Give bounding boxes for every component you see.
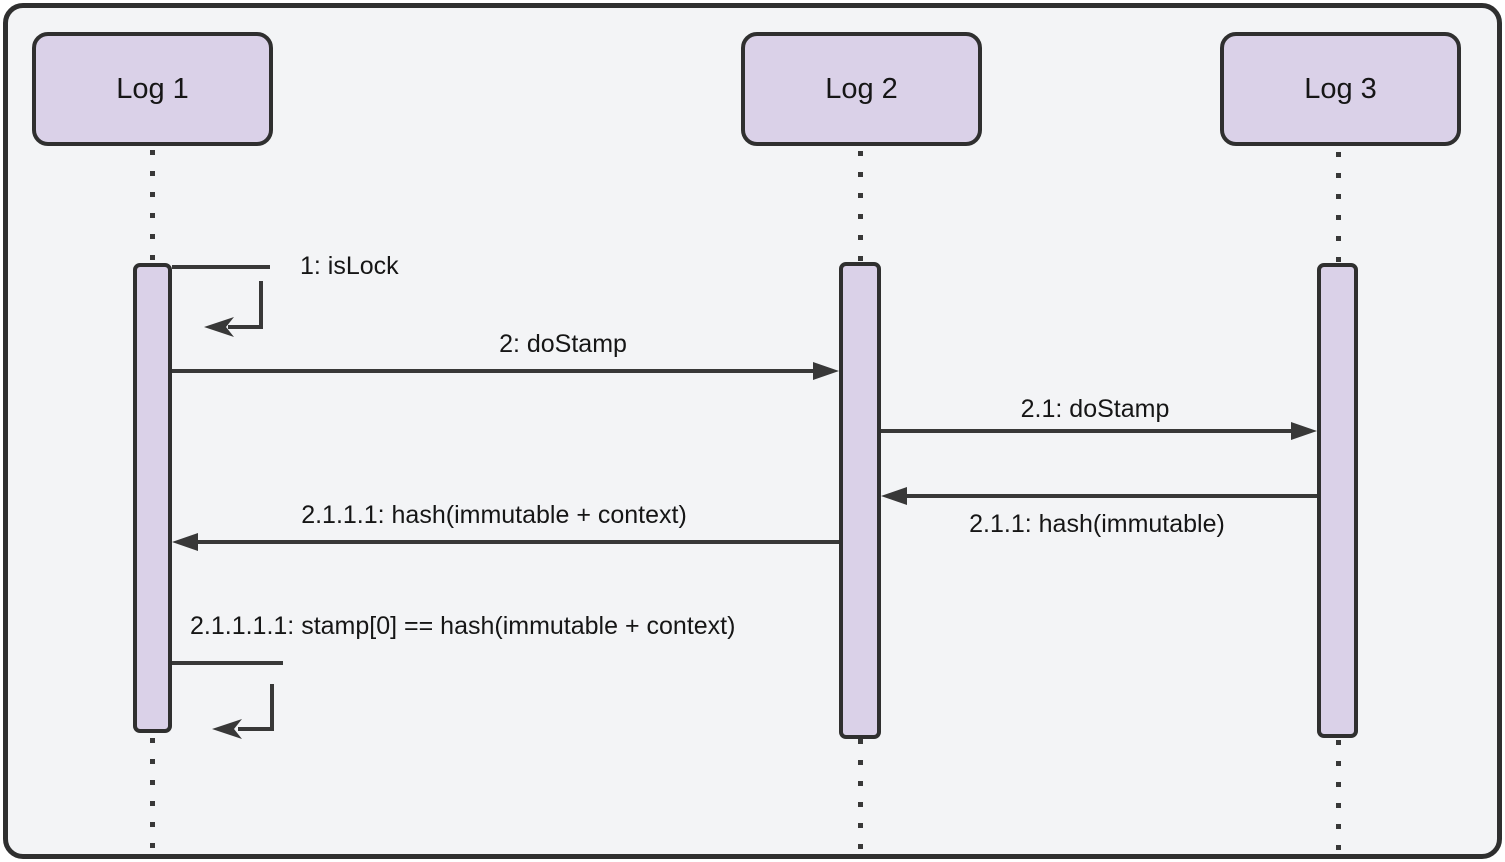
message-5-line [196,540,839,544]
self-arrowhead-left-icon [204,317,234,337]
participant-log1-label: Log 1 [116,72,189,105]
participant-log3-label: Log 3 [1304,72,1377,105]
message-3-line [881,429,1293,433]
message-5-label: 2.1.1.1: hash(immutable + context) [301,501,687,529]
activation-bar-log3 [1317,263,1358,738]
message-4-label: 2.1.1: hash(immutable) [969,510,1225,538]
activation-bar-log2 [839,262,881,739]
message-1-self-vertical [259,281,263,329]
message-2-line [172,369,817,373]
participant-log3: Log 3 [1220,32,1461,146]
message-3-label: 2.1: doStamp [1020,395,1170,423]
message-6-line [172,661,283,665]
arrowhead-right-icon [813,362,839,380]
arrowhead-left-icon [881,487,907,505]
self-arrowhead-left-icon [212,719,242,739]
activation-bar-log1 [133,263,172,733]
message-1-line [172,265,270,269]
participant-log2: Log 2 [741,32,982,146]
participant-log1: Log 1 [32,32,273,146]
message-2-label: 2: doStamp [499,330,627,358]
message-4-line [903,494,1317,498]
arrowhead-right-icon [1291,422,1317,440]
message-6-self-vertical [270,684,274,731]
message-6-label: 2.1.1.1.1: stamp[0] == hash(immutable + … [190,612,736,640]
message-1-self-horizontal [228,325,263,329]
arrowhead-left-icon [172,533,198,551]
message-6-self-horizontal [238,727,274,731]
message-1-label: 1: isLock [300,252,399,280]
participant-log2-label: Log 2 [825,72,898,105]
